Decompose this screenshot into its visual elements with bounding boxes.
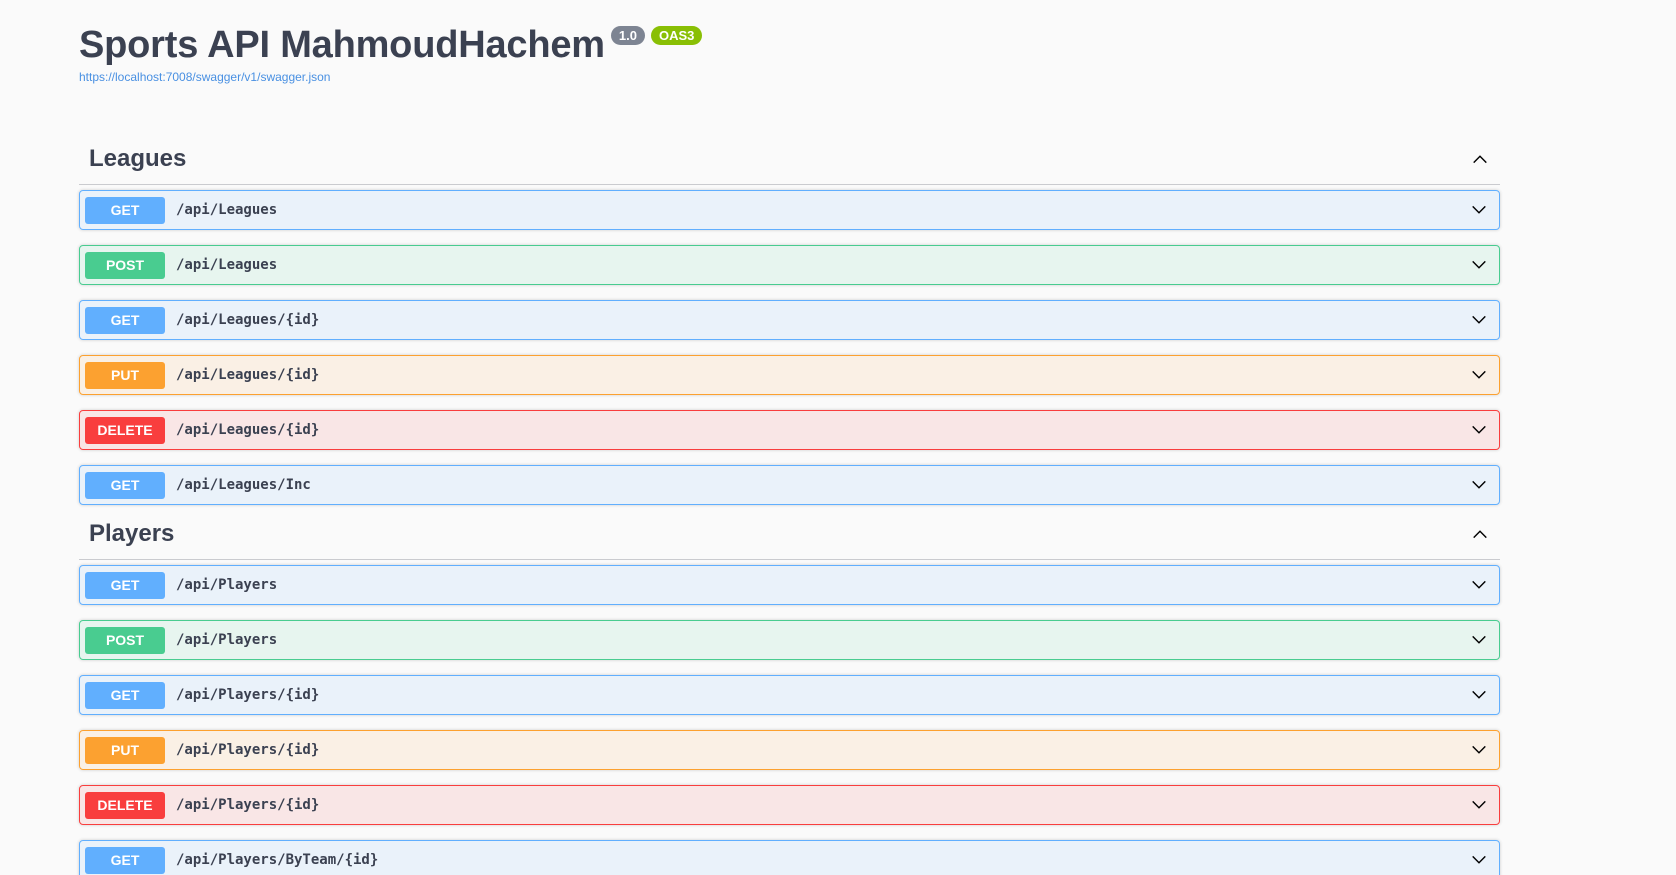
operation-row[interactable]: GET /api/Players/ByTeam/{id} [79, 840, 1500, 875]
section-players: Players GET /api/Players POST /api/Playe… [79, 508, 1500, 875]
method-badge: DELETE [85, 791, 165, 819]
spec-link[interactable]: https://localhost:7008/swagger/v1/swagge… [79, 70, 331, 84]
method-badge: DELETE [85, 416, 165, 444]
operation-row[interactable]: DELETE /api/Players/{id} [79, 785, 1500, 825]
method-badge: GET [85, 681, 165, 709]
page-title: Sports API MahmoudHachem [79, 24, 605, 66]
chevron-up-icon[interactable] [1470, 524, 1490, 544]
method-badge: POST [85, 626, 165, 654]
operation-row[interactable]: PUT /api/Players/{id} [79, 730, 1500, 770]
chevron-down-icon[interactable] [1469, 310, 1489, 330]
method-badge: GET [85, 846, 165, 874]
operation-row[interactable]: GET /api/Leagues/Inc [79, 465, 1500, 505]
operation-row[interactable]: POST /api/Players [79, 620, 1500, 660]
title-row: Sports API MahmoudHachem 1.0 OAS3 [79, 22, 703, 68]
method-badge: PUT [85, 361, 165, 389]
chevron-down-icon[interactable] [1469, 200, 1489, 220]
operation-row[interactable]: GET /api/Leagues [79, 190, 1500, 230]
chevron-down-icon[interactable] [1469, 795, 1489, 815]
oas-badge: OAS3 [650, 26, 703, 45]
chevron-down-icon[interactable] [1469, 575, 1489, 595]
chevron-down-icon[interactable] [1469, 420, 1489, 440]
chevron-up-icon[interactable] [1470, 149, 1490, 169]
operation-path: /api/Players [176, 632, 278, 648]
operation-path: /api/Leagues [176, 257, 278, 273]
section-leagues: Leagues GET /api/Leagues POST /api/Leagu… [79, 133, 1500, 505]
chevron-down-icon[interactable] [1469, 850, 1489, 870]
method-badge: GET [85, 571, 165, 599]
operation-path: /api/Leagues/{id} [176, 367, 320, 383]
operation-path: /api/Players [176, 577, 278, 593]
chevron-down-icon[interactable] [1469, 685, 1489, 705]
section-title: Players [89, 519, 175, 547]
chevron-down-icon[interactable] [1469, 475, 1489, 495]
method-badge: PUT [85, 736, 165, 764]
chevron-down-icon[interactable] [1469, 255, 1489, 275]
operation-row[interactable]: DELETE /api/Leagues/{id} [79, 410, 1500, 450]
operation-row[interactable]: GET /api/Players [79, 565, 1500, 605]
section-header-leagues[interactable]: Leagues [79, 133, 1500, 185]
operation-row[interactable]: GET /api/Players/{id} [79, 675, 1500, 715]
operation-row[interactable]: PUT /api/Leagues/{id} [79, 355, 1500, 395]
chevron-down-icon[interactable] [1469, 740, 1489, 760]
section-title: Leagues [89, 144, 187, 172]
operation-row[interactable]: GET /api/Leagues/{id} [79, 300, 1500, 340]
operation-path: /api/Players/{id} [176, 797, 320, 813]
method-badge: GET [85, 471, 165, 499]
operations-container: Leagues GET /api/Leagues POST /api/Leagu… [79, 133, 1500, 875]
method-badge: GET [85, 306, 165, 334]
operation-path: /api/Players/{id} [176, 742, 320, 758]
operation-path: /api/Players/{id} [176, 687, 320, 703]
operation-path: /api/Leagues [176, 202, 278, 218]
operation-path: /api/Players/ByTeam/{id} [176, 852, 379, 868]
version-badge: 1.0 [610, 26, 645, 45]
operation-path: /api/Leagues/{id} [176, 312, 320, 328]
chevron-down-icon[interactable] [1469, 630, 1489, 650]
api-info: Sports API MahmoudHachem 1.0 OAS3 https:… [79, 22, 703, 84]
method-badge: POST [85, 251, 165, 279]
chevron-down-icon[interactable] [1469, 365, 1489, 385]
method-badge: GET [85, 196, 165, 224]
operation-row[interactable]: POST /api/Leagues [79, 245, 1500, 285]
operation-path: /api/Leagues/{id} [176, 422, 320, 438]
section-header-players[interactable]: Players [79, 508, 1500, 560]
operation-path: /api/Leagues/Inc [176, 477, 311, 493]
